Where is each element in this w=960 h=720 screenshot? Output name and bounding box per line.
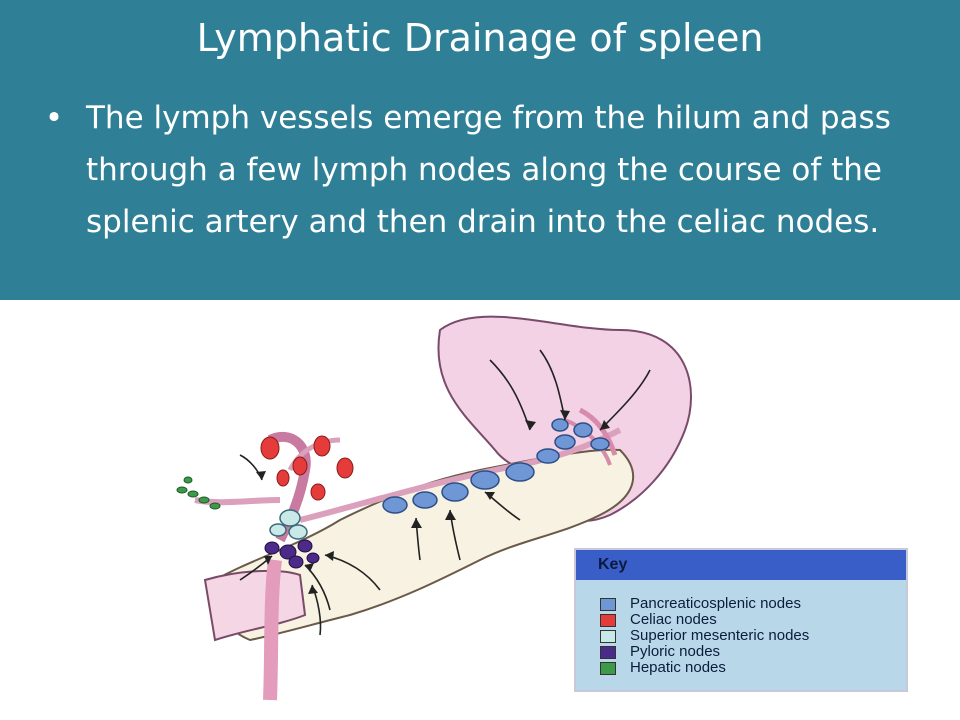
legend-label: Hepatic nodes: [630, 659, 726, 676]
pyloric-nodes: [264, 539, 320, 569]
arrowheads: [256, 410, 610, 594]
slide-header: Lymphatic Drainage of spleen • The lymph…: [0, 0, 960, 300]
legend-key: Key Pancreaticosplenic nodes Celiac node…: [574, 548, 908, 692]
bullet-marker: •: [44, 100, 64, 136]
aorta-shape: [203, 569, 307, 642]
pancreas-shape: [213, 448, 635, 642]
legend-title: Key: [576, 550, 906, 580]
legend-swatch-celiac: [600, 614, 616, 627]
legend-item-celiac: Celiac nodes: [576, 612, 906, 628]
bullet-text: The lymph vessels emerge from the hilum …: [86, 100, 891, 240]
legend-label: Pyloric nodes: [630, 643, 721, 660]
legend-label: Celiac nodes: [630, 611, 717, 628]
legend-item-superior-mesenteric: Superior mesenteric nodes: [576, 628, 906, 644]
hilum-vessels: [578, 407, 618, 456]
legend-swatch-hepatic: [600, 662, 616, 675]
hepatic-nodes: [176, 476, 221, 510]
slide-title: Lymphatic Drainage of spleen: [196, 16, 764, 60]
legend-item-hepatic: Hepatic nodes: [576, 660, 906, 676]
superior-mesenteric-nodes: [269, 509, 308, 540]
legend-item-pyloric: Pyloric nodes: [576, 644, 906, 660]
legend-swatch-superior-mesenteric: [600, 630, 616, 643]
legend-item-pancreaticosplenic: Pancreaticosplenic nodes: [576, 596, 906, 612]
legend-swatch-pyloric: [600, 646, 616, 659]
pancreaticosplenic-nodes: [382, 418, 610, 514]
spleen-lymphatic-illustration: [176, 315, 692, 701]
legend-swatch-pancreaticosplenic: [600, 598, 616, 611]
legend-label: Superior mesenteric nodes: [630, 627, 810, 644]
mesenteric-vessel: [263, 559, 282, 701]
legend-label: Pancreaticosplenic nodes: [630, 595, 801, 612]
celiac-nodes: [260, 435, 354, 501]
